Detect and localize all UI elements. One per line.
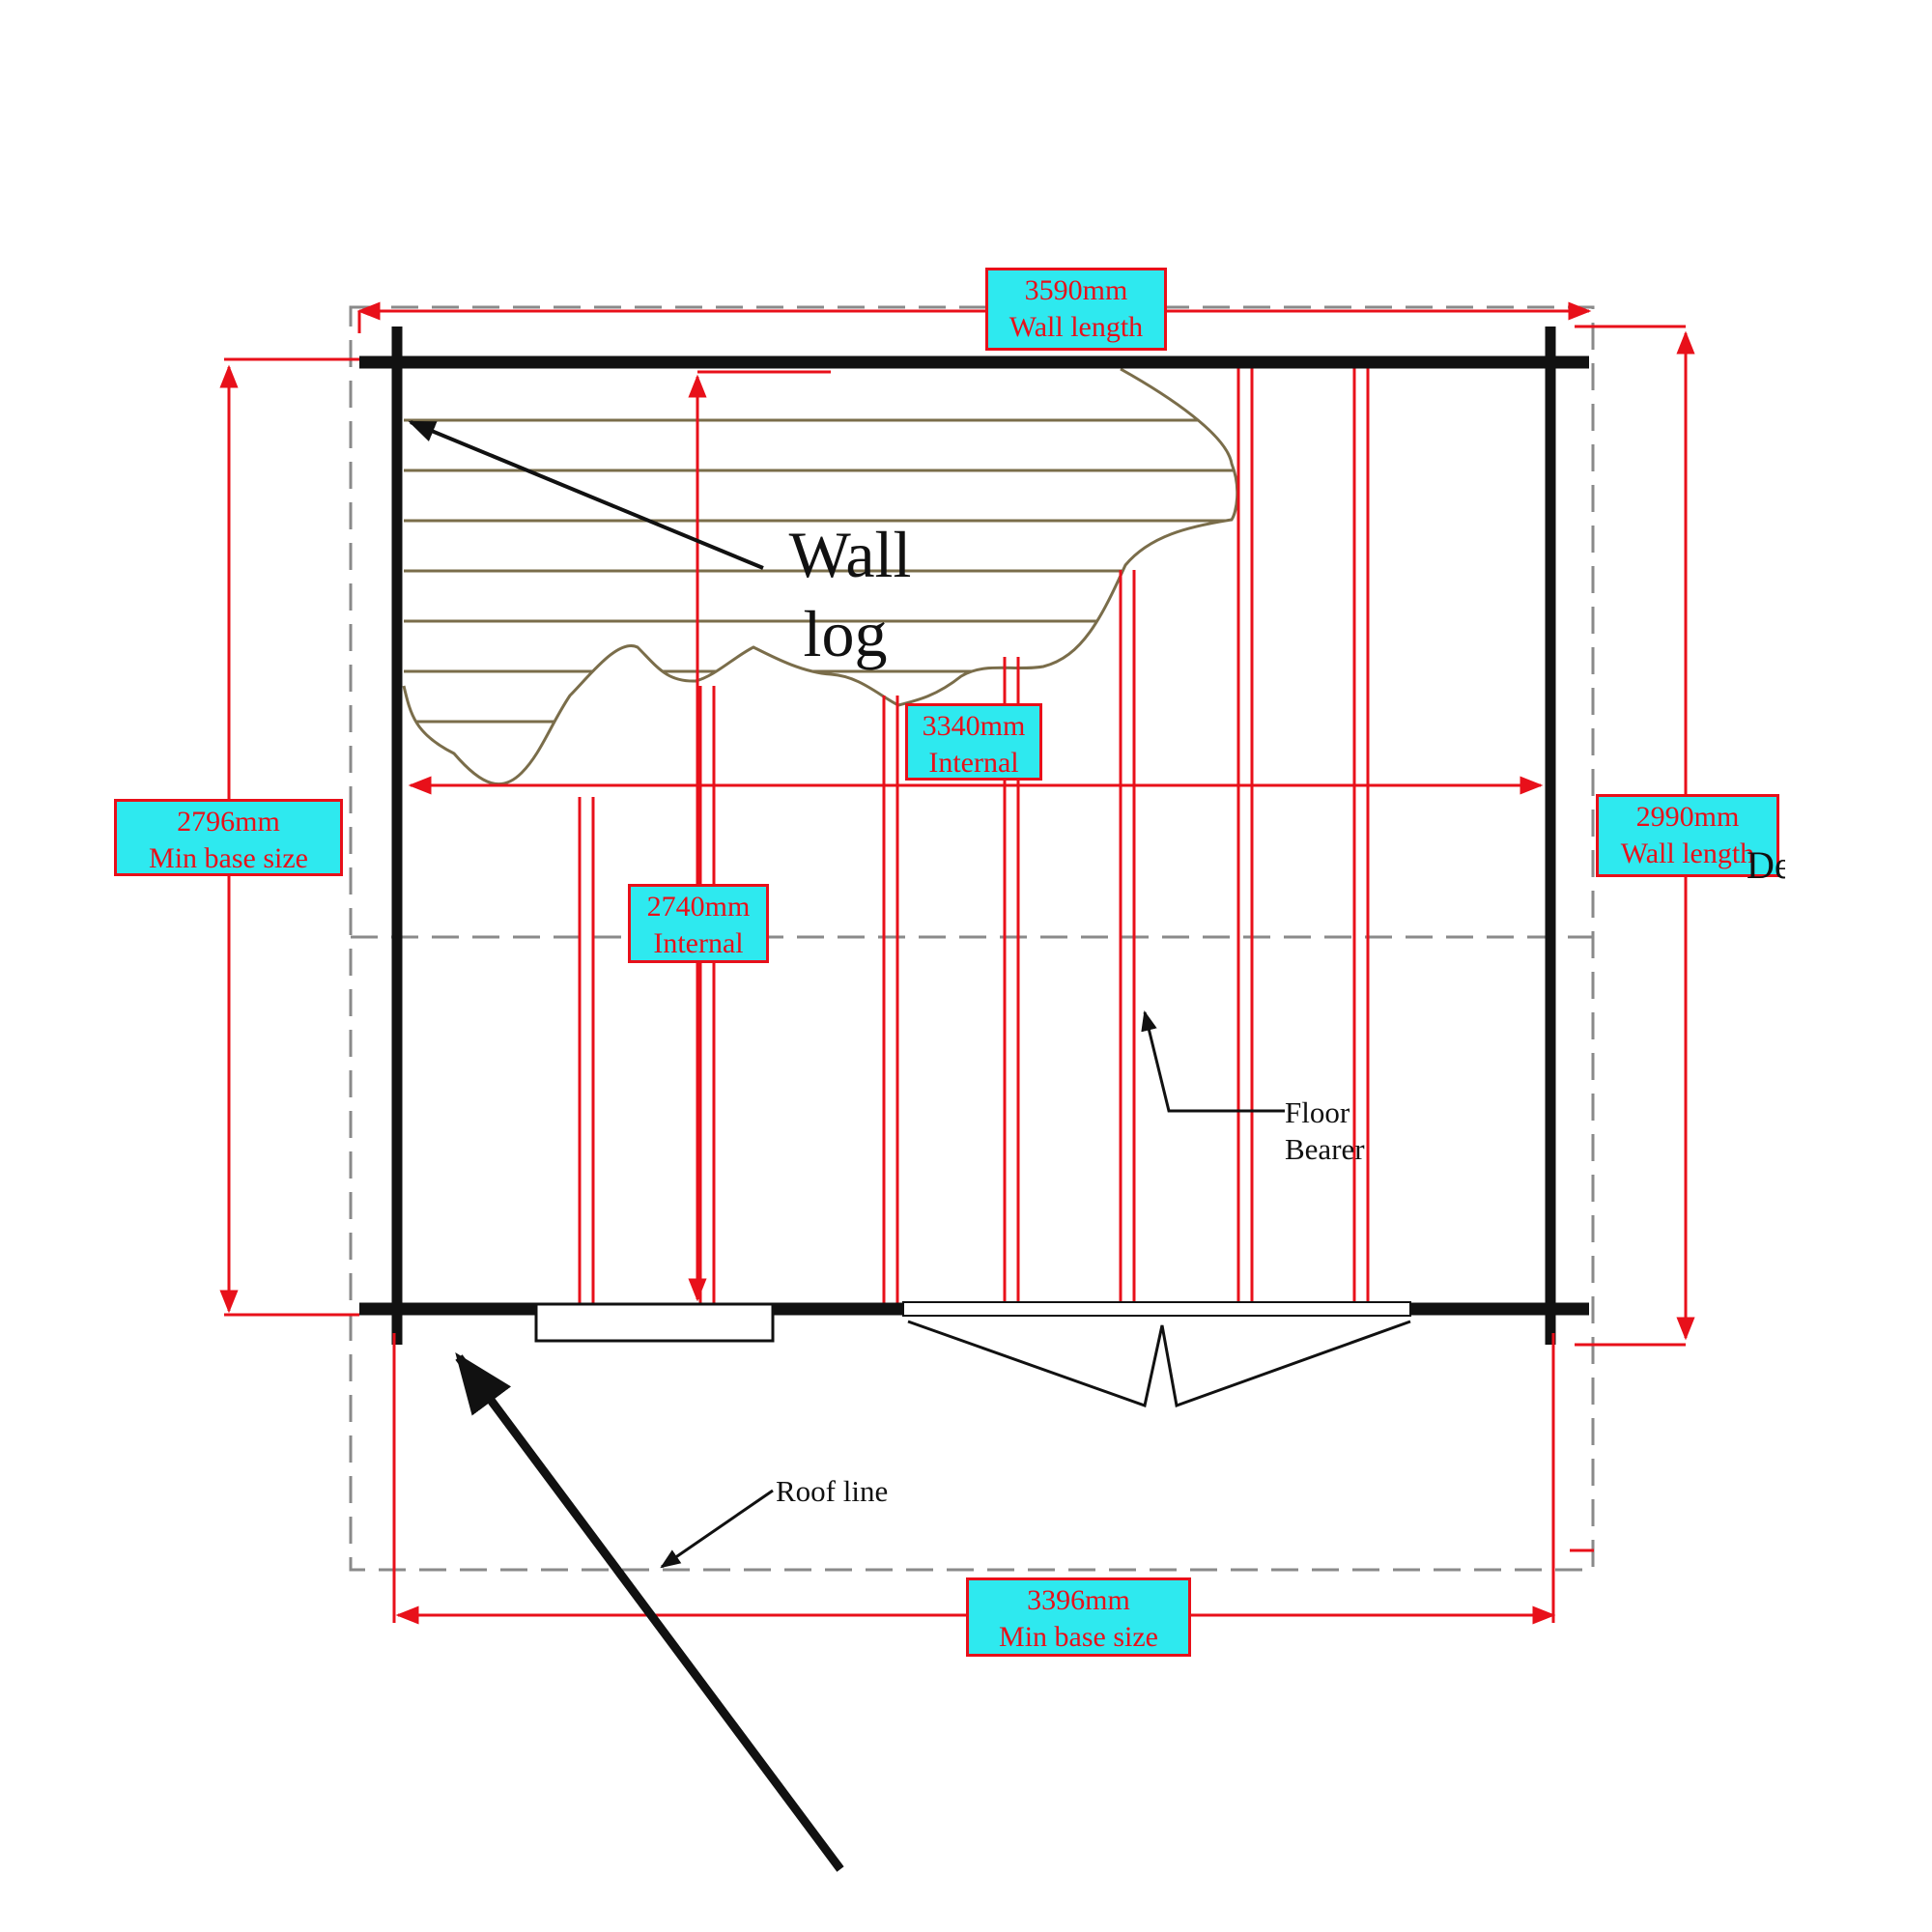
dim-value: 2740mm (646, 891, 751, 923)
roof-line-outline (349, 305, 1595, 1572)
dim-caption: Min base size (149, 842, 308, 874)
callout-wall-log: Wall log (778, 515, 923, 673)
dim-value: 3396mm (1027, 1584, 1130, 1616)
callout-floor-bearer-line1: Floor (1285, 1095, 1350, 1129)
dim-caption: Wall length (1009, 311, 1144, 343)
dim-value: 2990mm (1635, 801, 1740, 833)
dimension-lines (219, 301, 1695, 1625)
dim-caption: Min base size (999, 1621, 1158, 1653)
double-doors (902, 1301, 1411, 1408)
dim-caption: Internal (928, 747, 1019, 779)
callout-roof-line: Roof line (776, 1473, 888, 1510)
callout-wall-log-line1: Wall (788, 518, 912, 591)
dim-label-left-base-size: 2796mm Min base size (114, 799, 343, 876)
callout-cut-off-text: De (1747, 847, 1785, 884)
dim-label-bottom-base-size: 3396mm Min base size (966, 1577, 1191, 1657)
callout-cut-off-text-value: De (1747, 847, 1785, 884)
callout-roof-line-text: Roof line (776, 1474, 889, 1508)
dim-label-internal-depth: 2740mm Internal (628, 884, 769, 963)
dim-value: 2796mm (177, 806, 280, 838)
dim-caption: Internal (653, 927, 744, 959)
dim-value: 3590mm (1024, 274, 1128, 306)
dim-label-internal-width: 3340mm Internal (905, 703, 1042, 781)
dim-label-right-wall-length: 2990mm Wall length (1596, 794, 1779, 877)
leader-arrows (408, 420, 1285, 1872)
dim-value: 3340mm (922, 710, 1026, 742)
callout-floor-bearer-line2: Bearer (1285, 1132, 1365, 1166)
callout-floor-bearer: Floor Bearer (1285, 1094, 1365, 1168)
front-window (534, 1302, 775, 1343)
dim-label-top-wall-length: 3590mm Wall length (985, 268, 1167, 351)
callout-wall-log-line2: log (803, 597, 888, 670)
dim-caption: Wall length (1620, 838, 1755, 869)
